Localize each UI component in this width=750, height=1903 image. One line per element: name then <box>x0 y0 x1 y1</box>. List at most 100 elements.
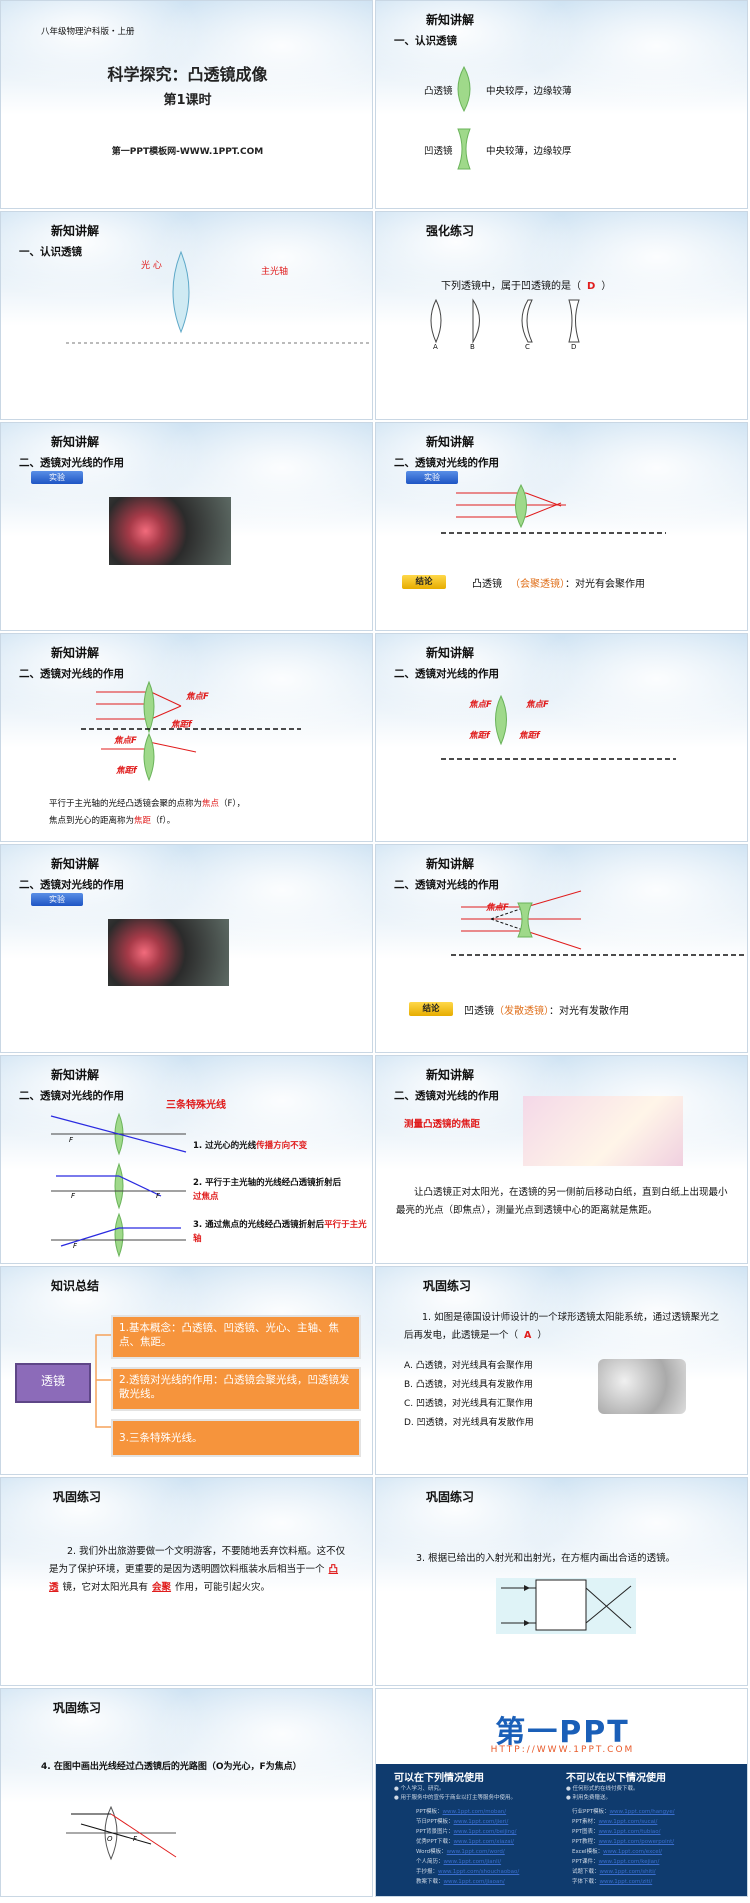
lens-box-diagram <box>496 1578 636 1634</box>
slide-heading: 新知讲解 <box>51 857 100 871</box>
link-url[interactable]: www.1ppt.com/ziti/ <box>599 1879 653 1885</box>
option-d[interactable]: D. 凹透镜，对光线具有发散作用 <box>404 1418 534 1428</box>
summary-root: 透镜 <box>15 1363 91 1403</box>
option-d-lens <box>568 299 580 343</box>
section-title: 二、透镜对光线的作用 <box>19 457 124 469</box>
slide-know-lens[interactable]: 新知讲解 一、认识透镜 凸透镜 中央较厚，边缘较薄 凹透镜 中央较薄，边缘较厚 <box>375 0 748 209</box>
focal-definition-line: 焦点到光心的距离称为焦距（f）。 <box>49 814 175 826</box>
lens-drawings <box>457 65 471 170</box>
brand-logo: 第一PPT <box>495 1715 630 1750</box>
link-row[interactable]: PPT模板：www.1ppt.com/moban/ <box>416 1807 519 1817</box>
link-url[interactable]: www.1ppt.com/jiaoan/ <box>443 1879 505 1885</box>
question-part: 镜，它对太阳光具有 <box>62 1582 149 1593</box>
focal-length-label: 焦距f <box>171 720 192 730</box>
convex-lens-shape <box>172 250 190 334</box>
can-item: ● 用于服务中的宣传于商业以打主等服务中使用。 <box>394 1795 517 1801</box>
link-row[interactable]: PPT教程：www.1ppt.com/powerpoint/ <box>572 1837 675 1847</box>
option-b-lens <box>472 298 480 344</box>
summary-connectors <box>95 1334 121 1428</box>
option-b[interactable]: B. 凸透镜，对光线具有发散作用 <box>404 1380 533 1390</box>
slide-exercise-2[interactable]: 巩固练习 2. 我们外出旅游要做一个文明游客，不要随地丢弃饮料瓶。这不仅是为了保… <box>0 1477 373 1686</box>
focus-marker: F <box>133 1835 138 1843</box>
link-url[interactable]: www.1ppt.com/excel/ <box>603 1849 663 1855</box>
slide-summary[interactable]: 知识总结 透镜 1.基本概念：凸透镜、凹透镜、光心、主轴、焦点、焦距。 2.透镜… <box>0 1266 373 1475</box>
slide-convex-experiment[interactable]: 新知讲解 二、透镜对光线的作用 实验 <box>0 422 373 631</box>
link-url[interactable]: www.1ppt.com/jianli/ <box>443 1859 502 1865</box>
slide-heading: 新知讲解 <box>426 13 475 27</box>
link-row[interactable]: PPT素材：www.1ppt.com/sucai/ <box>572 1817 675 1827</box>
link-url[interactable]: www.1ppt.com/jieri/ <box>453 1819 509 1825</box>
link-row[interactable]: 试题下载：www.1ppt.com/shiti/ <box>572 1867 675 1877</box>
link-url[interactable]: www.1ppt.com/tubiao/ <box>598 1829 661 1835</box>
link-row[interactable]: 字体下载：www.1ppt.com/ziti/ <box>572 1877 675 1887</box>
link-row[interactable]: 节日PPT模板：www.1ppt.com/jieri/ <box>416 1817 519 1827</box>
link-url[interactable]: www.1ppt.com/beijing/ <box>453 1829 517 1835</box>
link-url[interactable]: www.1ppt.com/kejian/ <box>598 1859 660 1865</box>
slide-exercise-4[interactable]: 巩固练习 4. 在图中画出光线经过凸透镜后的光路图（O为光心，F为焦点） O F <box>0 1688 373 1897</box>
section-title: 一、认识透镜 <box>394 35 457 47</box>
link-row[interactable]: PPT图表：www.1ppt.com/tubiao/ <box>572 1827 675 1837</box>
slide-exercise-concave[interactable]: 强化练习 下列透镜中，属于凹透镜的是（D） A B C D <box>375 211 748 420</box>
blank-answer: 会聚 <box>152 1582 172 1593</box>
slide-convex-conclusion[interactable]: 新知讲解 二、透镜对光线的作用 实验 结论 凸透镜（会聚透镜）：对光有会聚作用 <box>375 422 748 631</box>
slide-heading: 巩固练习 <box>53 1701 102 1715</box>
brand-url[interactable]: HTTP://WWW.1PPT.COM <box>490 1745 635 1755</box>
link-label: 试题下载： <box>572 1869 600 1875</box>
slide-two-foci[interactable]: 新知讲解 二、透镜对光线的作用 焦点F 焦点F 焦距f 焦距f <box>375 633 748 842</box>
link-row[interactable]: PPT课件：www.1ppt.com/kejian/ <box>572 1857 675 1867</box>
focal-length-label-2: 焦距f <box>116 766 137 776</box>
slide-exercise-1[interactable]: 巩固练习 1. 如图是德国设计师设计的一个球形透镜太阳能系统，通过透镜聚光之后再… <box>375 1266 748 1475</box>
two-foci-drawing <box>441 694 676 760</box>
slide-footer-info[interactable]: 第一PPT HTTP://WWW.1PPT.COM 可以在下列情况使用 不可以在… <box>375 1688 748 1897</box>
conclusion-text: 凸透镜（会聚透镜）：对光有会聚作用 <box>472 575 645 590</box>
slide-special-rays[interactable]: 新知讲解 二、透镜对光线的作用 三条特殊光线 F F F F 1. 过光心的光线… <box>0 1055 373 1264</box>
question-text: 4. 在图中画出光线经过凸透镜后的光路图（O为光心，F为焦点） <box>41 1762 302 1772</box>
cannot-item: ● 利用免费赠送。 <box>566 1795 612 1801</box>
link-url[interactable]: www.1ppt.com/word/ <box>446 1849 505 1855</box>
focal-left-label: 焦距f <box>469 731 490 741</box>
link-url[interactable]: www.1ppt.com/shouchaobao/ <box>438 1869 520 1875</box>
link-row[interactable]: 个人简历：www.1ppt.com/jianli/ <box>416 1857 519 1867</box>
site-label: 第一PPT模板网-WWW.1PPT.COM <box>111 147 264 157</box>
slide-exercise-3[interactable]: 巩固练习 3. 根据已给出的入射光和出射光，在方框内画出合适的透镜。 <box>375 1477 748 1686</box>
slide-concave-conclusion[interactable]: 新知讲解 二、透镜对光线的作用 焦点F 结论 凹透镜（发散透镜）：对光有发散作用 <box>375 844 748 1053</box>
slide-optical-center[interactable]: 新知讲解 一、认识透镜 光 心 主光轴 <box>0 211 373 420</box>
convex-ray-diagram <box>66 1805 177 1861</box>
link-label: Word模板： <box>416 1849 447 1855</box>
link-row[interactable]: 教案下载：www.1ppt.com/jiaoan/ <box>416 1877 519 1887</box>
link-url[interactable]: www.1ppt.com/sucai/ <box>598 1819 658 1825</box>
option-a-label: A <box>433 343 438 351</box>
link-url[interactable]: www.1ppt.com/shiti/ <box>599 1869 656 1875</box>
section-title: 二、透镜对光线的作用 <box>394 1090 499 1102</box>
conclusion-lens: 凹透镜 <box>464 1006 494 1017</box>
link-url[interactable]: www.1ppt.com/xiazai/ <box>453 1839 515 1845</box>
slide-focus-definition[interactable]: 新知讲解 二、透镜对光线的作用 焦点F 焦距f 焦点F 焦距f 平行于主光轴的光… <box>0 633 373 842</box>
link-url[interactable]: www.1ppt.com/powerpoint/ <box>598 1839 675 1845</box>
option-c[interactable]: C. 凹透镜，对光线具有汇聚作用 <box>404 1399 534 1409</box>
link-row[interactable]: 优秀PPT下载：www.1ppt.com/xiazai/ <box>416 1837 519 1847</box>
question-text: 2. 我们外出旅游要做一个文明游客，不要随地丢弃饮料瓶。这不仅是为了保护环境，更… <box>49 1543 349 1597</box>
link-row[interactable]: 行业PPT模板：www.1ppt.com/hangye/ <box>572 1807 675 1817</box>
focus-marker: F <box>69 1136 74 1144</box>
slide-measure-focal[interactable]: 新知讲解 二、透镜对光线的作用 测量凸透镜的焦距 让凸透镜正对太阳光，在透镜的另… <box>375 1055 748 1264</box>
link-row[interactable]: 手抄报：www.1ppt.com/shouchaobao/ <box>416 1867 519 1877</box>
def-symbol: （F）， <box>219 799 246 809</box>
question-part: 2. 我们外出旅游要做一个文明游客，不要随地丢弃饮料瓶。这不仅是为了保护环境，更… <box>49 1546 346 1575</box>
link-row[interactable]: PPT背景图片：www.1ppt.com/beijing/ <box>416 1827 519 1837</box>
diverging-rays-drawing <box>451 890 747 956</box>
slide-concave-experiment[interactable]: 新知讲解 二、透镜对光线的作用 实验 <box>0 844 373 1053</box>
summary-point-3: 3.三条特殊光线。 <box>111 1419 361 1457</box>
rule-3: 3. 通过焦点的光线经凸透镜折射后平行于主光轴 <box>193 1218 368 1246</box>
measure-label: 测量凸透镜的焦距 <box>404 1119 481 1130</box>
slide-title[interactable]: 八年级物理沪科版・上册 科学探究：凸透镜成像 第1课时 第一PPT模板网-WWW… <box>0 0 373 209</box>
concave-lens-shape <box>457 128 471 170</box>
slide-heading: 知识总结 <box>51 1279 100 1293</box>
link-url[interactable]: www.1ppt.com/hangye/ <box>609 1809 675 1815</box>
optical-center-label: 光 心 <box>141 261 162 271</box>
link-url[interactable]: www.1ppt.com/moban/ <box>442 1809 507 1815</box>
usage-panel <box>376 1764 747 1896</box>
link-row[interactable]: Word模板：www.1ppt.com/word/ <box>416 1847 519 1857</box>
solar-device-photo <box>598 1359 686 1414</box>
option-a[interactable]: A. 凸透镜，对光线具有会聚作用 <box>404 1361 533 1371</box>
link-row[interactable]: Excel模板：www.1ppt.com/excel/ <box>572 1847 675 1857</box>
